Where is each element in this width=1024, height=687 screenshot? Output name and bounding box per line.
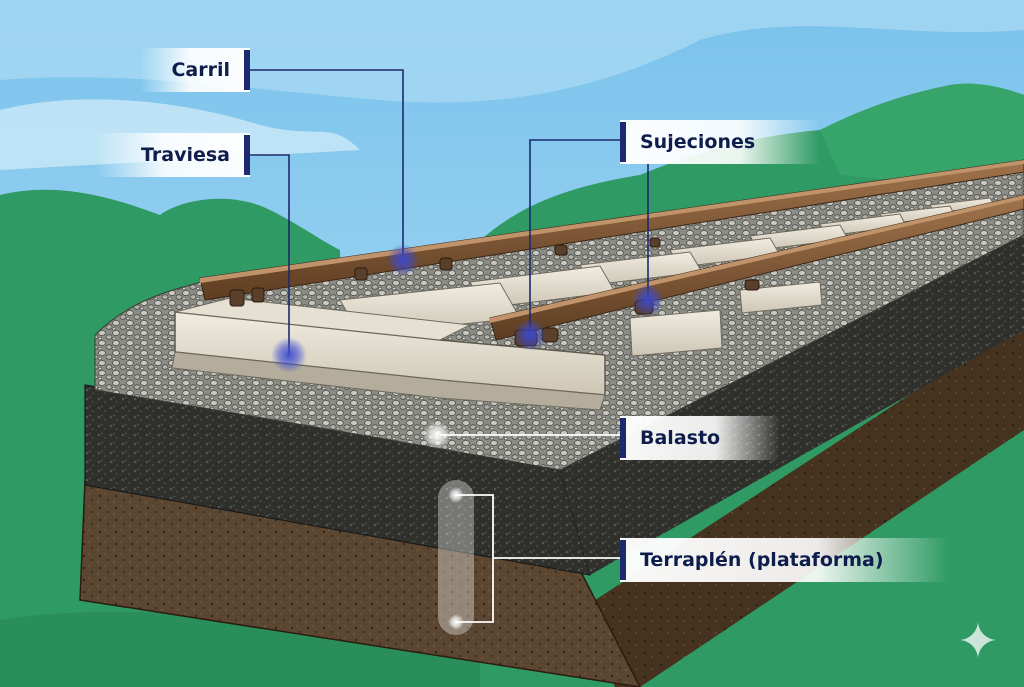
label-traviesa-bar xyxy=(244,135,250,175)
leader-lines-white xyxy=(440,434,622,623)
balasto-marker xyxy=(423,421,451,449)
cloud-band xyxy=(0,0,1024,103)
label-balasto-text: Balasto xyxy=(640,427,721,449)
label-balasto: Balasto xyxy=(620,416,780,460)
label-carril-bar xyxy=(244,50,250,90)
label-carril-text: Carril xyxy=(171,59,230,81)
ground-foreground xyxy=(0,611,480,687)
label-sujeciones-text: Sujeciones xyxy=(640,131,756,153)
sujeciones-marker-2 xyxy=(632,284,664,316)
terraplen-marker-top xyxy=(448,487,464,503)
label-balasto-bar xyxy=(620,418,626,458)
embankment-side-face-upper xyxy=(580,320,1024,687)
label-sujeciones: Sujeciones xyxy=(620,120,820,164)
carril-marker xyxy=(387,244,419,276)
traviesa-marker xyxy=(271,337,307,373)
sujeciones-marker-1 xyxy=(514,319,546,351)
label-terraplen: Terraplén (plataforma) xyxy=(620,538,950,582)
sparkle-icon xyxy=(960,622,996,658)
label-terraplen-bar xyxy=(620,540,626,580)
leader-lines xyxy=(248,69,649,355)
ballast-side-face xyxy=(560,225,1024,575)
label-traviesa-text: Traviesa xyxy=(141,144,230,166)
label-carril: Carril xyxy=(140,48,250,92)
label-terraplen-text: Terraplén (plataforma) xyxy=(640,549,884,571)
label-sujeciones-bar xyxy=(620,122,626,162)
terraplen-marker-bottom xyxy=(448,614,464,630)
terraplen-range-bar xyxy=(438,480,474,635)
label-traviesa: Traviesa xyxy=(95,133,250,177)
